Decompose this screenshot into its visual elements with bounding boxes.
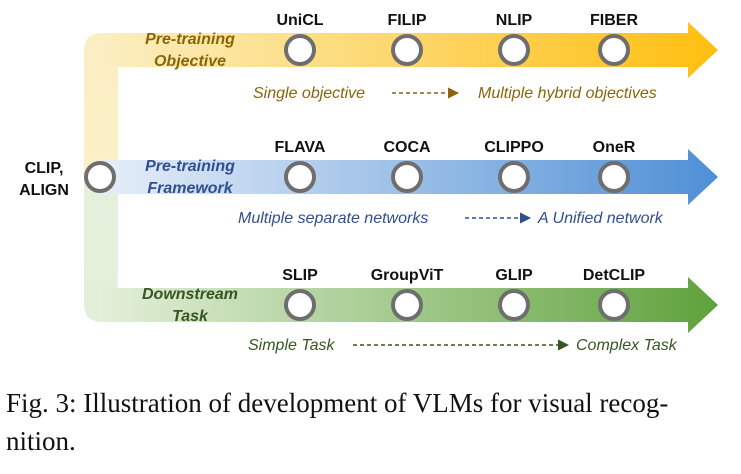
trend-to-objective: Multiple hybrid objectives xyxy=(478,85,657,102)
branch-label-framework: Framework xyxy=(147,180,233,197)
branch-label-objective: Pre-training xyxy=(145,31,235,48)
trend-to-downstream: Complex Task xyxy=(576,337,678,354)
node-label-slip: SLIP xyxy=(282,267,318,284)
origin-circle xyxy=(84,161,116,193)
node-circle-coca xyxy=(391,161,423,193)
node-circle-clippo xyxy=(498,161,530,193)
origin-label-line1: CLIP, xyxy=(25,160,64,177)
node-circle-filip xyxy=(391,34,423,66)
trend-from-objective: Single objective xyxy=(253,85,365,102)
connector-downstream xyxy=(84,177,138,322)
node-circle-nlip xyxy=(498,34,530,66)
node-circle-glip xyxy=(498,289,530,321)
trend-to-framework: A Unified network xyxy=(537,210,664,227)
branch-label-downstream: Task xyxy=(172,308,209,325)
branch-label-downstream: Downstream xyxy=(142,286,238,303)
trend-annotations: Single objective Multiple hybrid objectiv… xyxy=(238,85,678,354)
figure-caption: Fig. 3: Illustration of development of V… xyxy=(6,388,669,456)
node-label-groupvit: GroupViT xyxy=(371,267,444,284)
node-label-detclip: DetCLIP xyxy=(583,267,646,284)
node-label-nlip: NLIP xyxy=(496,12,533,29)
trend-from-framework: Multiple separate networks xyxy=(238,210,428,227)
node-circle-detclip xyxy=(598,289,630,321)
diagram-canvas: Pre-trainingObjectivePre-trainingFramewo… xyxy=(19,12,718,354)
origin-label-line2: ALIGN xyxy=(19,182,69,199)
origin-node: CLIP, ALIGN xyxy=(19,160,116,199)
node-circle-groupvit xyxy=(391,289,423,321)
branch-connectors xyxy=(84,33,138,322)
node-circle-fiber xyxy=(598,34,630,66)
method-nodes: UniCL FILIP NLIP FIBER FLAVA COCA CLIPPO OneR SL… xyxy=(275,12,646,321)
node-label-oner: OneR xyxy=(593,139,636,156)
branch-label-framework: Pre-training xyxy=(145,158,235,175)
node-label-fiber: FIBER xyxy=(590,12,638,29)
node-circle-flava xyxy=(284,161,316,193)
node-circle-unicl xyxy=(284,34,316,66)
trend-from-downstream: Simple Task xyxy=(248,337,336,354)
branch-labels: Pre-trainingObjectivePre-trainingFramewo… xyxy=(142,31,238,325)
node-label-unicl: UniCL xyxy=(276,12,323,29)
connector-objective xyxy=(84,33,138,177)
node-circle-slip xyxy=(284,289,316,321)
node-label-flava: FLAVA xyxy=(275,139,326,156)
node-circle-oner xyxy=(598,161,630,193)
branch-label-objective: Objective xyxy=(154,53,226,70)
node-label-coca: COCA xyxy=(383,139,431,156)
node-label-glip: GLIP xyxy=(495,267,533,284)
node-label-clippo: CLIPPO xyxy=(484,139,544,156)
node-label-filip: FILIP xyxy=(387,12,426,29)
